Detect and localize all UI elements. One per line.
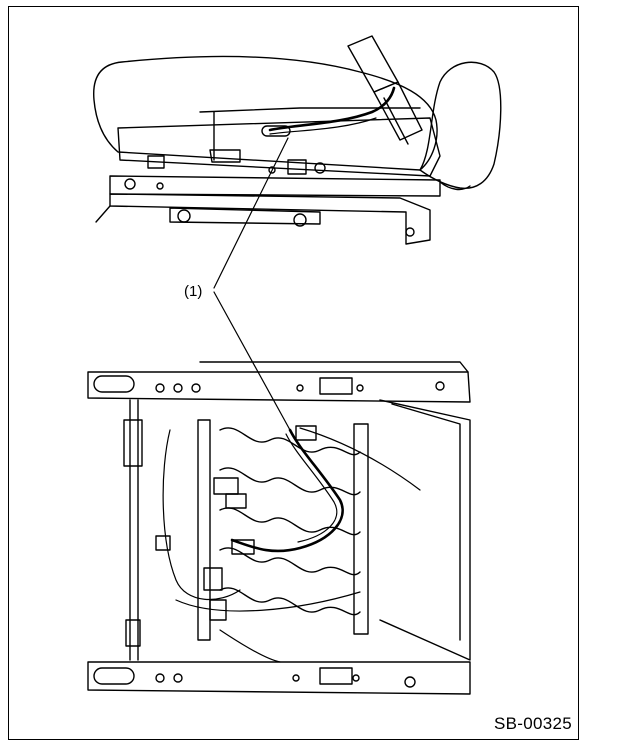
connector-7 <box>155 535 171 551</box>
recline-lever <box>347 35 399 93</box>
right-side-frame <box>379 399 471 661</box>
side-shield <box>117 117 441 177</box>
spring-3 <box>219 507 361 536</box>
main-harness <box>230 428 344 553</box>
callout-label: (1) <box>184 283 203 300</box>
side-harness <box>268 86 396 132</box>
callout-leaders <box>213 137 291 431</box>
spring-4 <box>219 547 361 576</box>
connector-1 <box>213 477 239 495</box>
seat-side-view <box>93 35 502 245</box>
front-rail <box>87 371 471 403</box>
spring-2 <box>219 467 361 496</box>
connector-6 <box>295 425 317 441</box>
rear-rail <box>87 661 471 695</box>
connector-4 <box>203 567 223 591</box>
seat-cushion <box>93 55 438 171</box>
connector-2 <box>225 493 247 509</box>
seat-backrest <box>419 61 502 189</box>
spring-5 <box>219 587 361 616</box>
seat-rail <box>109 175 441 197</box>
figure-frame <box>8 6 579 740</box>
connector-5 <box>209 599 227 621</box>
seat-underside-view <box>87 361 471 695</box>
spring-1 <box>219 427 361 456</box>
figure-id: SB-00325 <box>493 714 572 733</box>
connector-3 <box>231 539 255 555</box>
